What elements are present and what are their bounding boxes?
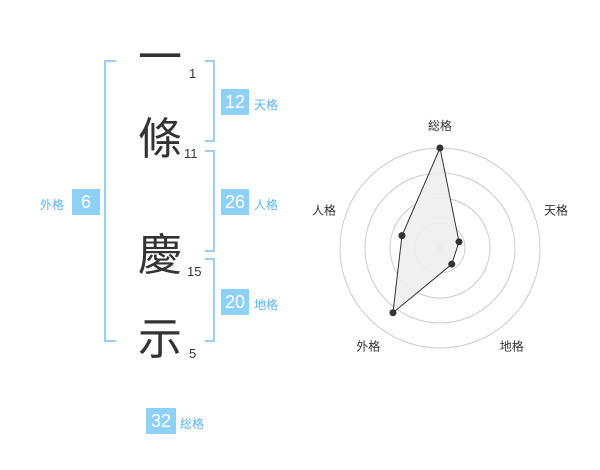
radar-ring	[339, 147, 541, 349]
gaikaku-badge: 6	[72, 189, 100, 215]
tenkaku-badge: 12	[221, 89, 249, 115]
jinkaku-label: 人格	[254, 198, 279, 212]
name-char-3: 慶	[138, 230, 182, 281]
chikaku-badge: 20	[221, 289, 249, 315]
name-char-2: 條	[138, 114, 182, 165]
radar-ring	[364, 172, 516, 324]
tenkaku-bracket	[205, 60, 215, 142]
radar-point-2	[455, 238, 463, 246]
radar-ring	[389, 197, 491, 299]
radar-center-dot	[436, 244, 444, 252]
radar-axis-label-1: 総格	[428, 118, 452, 133]
radar-polygon	[392, 146, 460, 314]
radar-point-4	[389, 309, 397, 317]
stroke-count-2: 11	[184, 146, 198, 161]
radar-point-3	[448, 260, 456, 268]
jinkaku-badge: 26	[221, 189, 249, 215]
radar-axis-label-5: 人格	[312, 202, 336, 217]
stroke-count-4: 5	[189, 346, 197, 361]
gaikaku-label: 外格	[40, 198, 65, 212]
tenkaku-label: 天格	[254, 98, 279, 112]
name-char-4: 示	[138, 314, 182, 365]
radar-point-1	[436, 144, 444, 152]
stroke-count-3: 15	[187, 264, 202, 279]
chikaku-bracket	[205, 258, 215, 342]
radar-axis-label-2: 天格	[544, 202, 568, 217]
soukaku-label: 総格	[180, 417, 205, 431]
chikaku-label: 地格	[254, 298, 279, 312]
stroke-count-1: 1	[189, 66, 197, 81]
radar-ring	[414, 222, 466, 274]
jinkaku-bracket	[205, 150, 215, 252]
gaikaku-bracket	[104, 60, 116, 342]
radar-axis-label-3: 地格	[500, 339, 524, 354]
radar-point-5	[398, 232, 406, 240]
name-char-1: 一	[138, 32, 182, 83]
radar-axis-label-4: 外格	[356, 339, 380, 354]
soukaku-badge: 32	[146, 408, 176, 434]
